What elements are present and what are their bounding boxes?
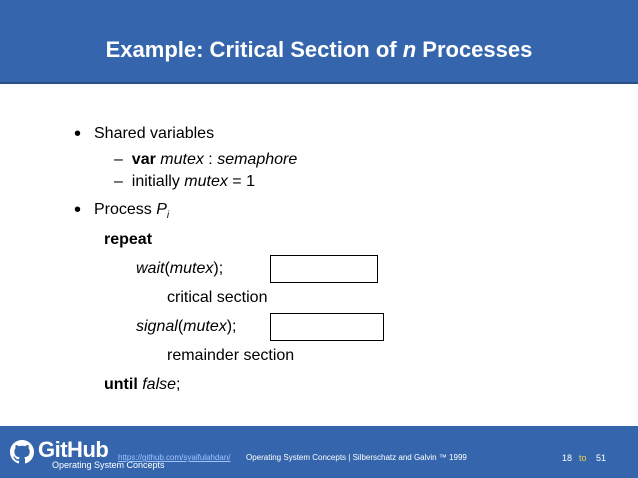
mutex-name: mutex bbox=[160, 151, 204, 168]
title-italic: n bbox=[402, 37, 417, 62]
page-total: 51 bbox=[596, 453, 607, 463]
critical-section-label: critical section bbox=[167, 289, 268, 306]
page-to: to bbox=[579, 453, 587, 463]
bullet-dot: • bbox=[74, 123, 82, 145]
slide-title: Example: Critical Section of n Processes bbox=[0, 36, 638, 64]
until-keyword: until bbox=[104, 376, 138, 393]
bullet-dot: • bbox=[74, 199, 82, 221]
initially-suffix: = 1 bbox=[227, 173, 255, 190]
github-subtitle: Operating System Concepts bbox=[52, 460, 165, 470]
signal-call: signal(mutex); bbox=[136, 317, 237, 337]
signal-arg: mutex bbox=[183, 318, 227, 335]
semaphore-type: semaphore bbox=[217, 151, 298, 168]
bullet-shared-variables: Shared variables bbox=[94, 125, 215, 142]
signal-fn: signal bbox=[136, 318, 178, 335]
entry-section-box bbox=[270, 255, 378, 283]
github-octocat-icon bbox=[10, 440, 34, 464]
process-sub: i bbox=[166, 210, 170, 221]
sep: : bbox=[203, 151, 218, 168]
dash-initially: – initially mutex = 1 bbox=[114, 173, 255, 190]
slide-footer: GitHub Operating System Concepts https:/… bbox=[0, 426, 638, 478]
title-suffix: Processes bbox=[416, 37, 533, 62]
process-text: Process bbox=[94, 201, 157, 218]
page-current: 18 bbox=[562, 453, 573, 463]
initially-prefix: initially bbox=[131, 173, 185, 190]
initially-mutex: mutex bbox=[184, 173, 228, 190]
slide-header: Example: Critical Section of n Processes bbox=[0, 0, 638, 84]
github-wordmark: GitHub bbox=[38, 437, 109, 462]
wait-fn: wait bbox=[136, 260, 165, 277]
wait-close: ); bbox=[213, 260, 224, 277]
until-line: until false; bbox=[104, 375, 180, 395]
wait-open: ( bbox=[164, 260, 170, 277]
repeat-keyword: repeat bbox=[104, 231, 153, 248]
github-link[interactable]: https://github.com/syaifulahdan/ bbox=[118, 453, 231, 462]
process-p: P bbox=[156, 201, 167, 218]
wait-arg: mutex bbox=[169, 260, 214, 277]
signal-open: ( bbox=[177, 318, 184, 335]
until-value: false bbox=[142, 376, 177, 393]
signal-close: ); bbox=[226, 318, 237, 335]
footer-credit: Operating System Concepts | Silberschatz… bbox=[246, 453, 467, 462]
remainder-section-label: remainder section bbox=[167, 347, 295, 364]
title-prefix: Example: Critical Section of bbox=[105, 37, 403, 62]
exit-section-box bbox=[270, 313, 384, 341]
wait-call: wait(mutex); bbox=[136, 259, 223, 279]
until-end: ; bbox=[176, 376, 181, 393]
bullet-process: Process Pi bbox=[94, 200, 169, 222]
var-keyword: var bbox=[131, 151, 156, 168]
dash-var-mutex: – var mutex : semaphore bbox=[114, 151, 298, 168]
